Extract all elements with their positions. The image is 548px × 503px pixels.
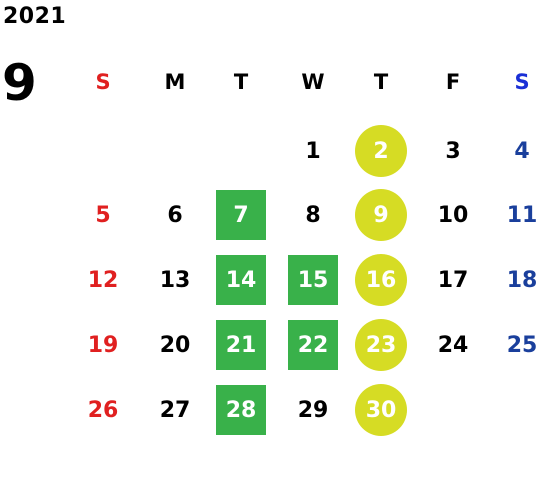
day-6: 6 [167, 202, 183, 228]
day-13: 13 [159, 267, 191, 293]
day-3: 3 [445, 138, 461, 164]
green-square-marker-14 [216, 255, 266, 305]
month-number: 9 [2, 54, 37, 112]
yellow-circle-marker-23 [355, 319, 407, 371]
day-28: 28 [225, 397, 257, 423]
weekday-header-mon: M [164, 70, 186, 94]
day-7: 7 [233, 202, 249, 228]
weekday-header-thu: T [373, 70, 389, 94]
day-5: 5 [95, 202, 111, 228]
day-18: 18 [506, 267, 538, 293]
yellow-circle-marker-9 [355, 189, 407, 241]
day-15: 15 [297, 267, 329, 293]
day-23: 23 [365, 332, 397, 358]
day-14: 14 [225, 267, 257, 293]
yellow-circle-marker-16 [355, 254, 407, 306]
day-16: 16 [365, 267, 397, 293]
weekday-header-fri: F [445, 70, 461, 94]
day-29: 29 [297, 397, 329, 423]
yellow-circle-marker-30 [355, 384, 407, 436]
weekday-header-sun: S [95, 70, 111, 94]
day-17: 17 [437, 267, 469, 293]
year-label: 2021 [3, 4, 67, 29]
day-19: 19 [87, 332, 119, 358]
day-10: 10 [437, 202, 469, 228]
day-20: 20 [159, 332, 191, 358]
green-square-marker-15 [288, 255, 338, 305]
day-1: 1 [305, 138, 321, 164]
day-24: 24 [437, 332, 469, 358]
green-square-marker-28 [216, 385, 266, 435]
day-22: 22 [297, 332, 329, 358]
day-21: 21 [225, 332, 257, 358]
weekday-header-wed: W [301, 70, 325, 94]
yellow-circle-marker-2 [355, 125, 407, 177]
day-12: 12 [87, 267, 119, 293]
day-9: 9 [373, 202, 389, 228]
green-square-marker-21 [216, 320, 266, 370]
day-11: 11 [506, 202, 538, 228]
green-square-marker-22 [288, 320, 338, 370]
weekday-header-sat: S [514, 70, 530, 94]
weekday-header-tue: T [233, 70, 249, 94]
day-30: 30 [365, 397, 397, 423]
day-2: 2 [373, 138, 389, 164]
day-25: 25 [506, 332, 538, 358]
day-27: 27 [159, 397, 191, 423]
day-4: 4 [514, 138, 530, 164]
day-26: 26 [87, 397, 119, 423]
green-square-marker-7 [216, 190, 266, 240]
day-8: 8 [305, 202, 321, 228]
